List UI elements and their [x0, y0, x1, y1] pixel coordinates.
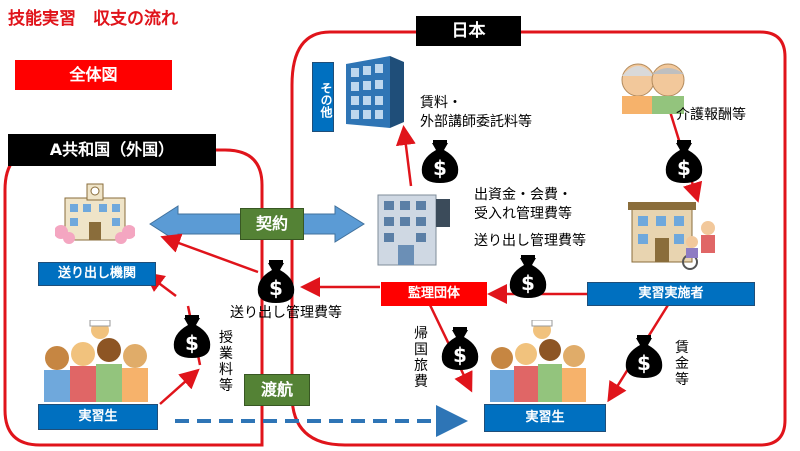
departure-badge: 渡航: [244, 374, 310, 406]
money-bag-icon-capital: [509, 255, 547, 298]
japan-region-border: [290, 30, 787, 447]
care-facility-icon: [628, 202, 715, 270]
sending-mgmt-fee-right-label: 送り出し管理費等: [474, 233, 586, 249]
country-a-label: A共和国（外国）: [8, 134, 216, 166]
arrow-to-sending: [160, 233, 259, 274]
trainees-group-abroad-icon: [44, 320, 148, 402]
care-fee-label: 介護報酬等: [676, 107, 746, 123]
implementing-org-label: 実習実施者: [587, 282, 755, 306]
contract-badge: 契約: [240, 208, 304, 240]
elderly-couple-icon: [621, 63, 685, 114]
overview-label: 全体図: [15, 60, 172, 90]
office-building-icon: [346, 56, 404, 128]
page-title: 技能実習 収支の流れ: [8, 9, 178, 29]
money-bag-icon-return-travel: [441, 327, 479, 370]
return-travel-label: 帰国旅費: [414, 326, 428, 390]
supervising-org-label: 監理団体: [381, 282, 487, 306]
sending-org-label: 送り出し機関: [38, 262, 156, 286]
school-building-icon: [55, 183, 135, 244]
fees-label-line2: 外部講師委託料等: [420, 114, 532, 130]
capital-label-line1: 出資金・会費・: [474, 187, 572, 203]
supervising-org-building-icon: [377, 194, 450, 266]
money-bag-icon-wages: [625, 335, 663, 378]
money-bag-icon-care-fee: [665, 140, 703, 183]
arrow-trainee-to-bag: [159, 368, 200, 405]
tuition-label: 授業料等: [219, 330, 233, 394]
trainees-group-japan-icon: [490, 320, 586, 402]
money-bag-icon-tuition: [173, 315, 211, 358]
trainees-japan-label: 実習生: [484, 404, 606, 432]
arrow-to-other: [395, 125, 416, 187]
capital-label-line2: 受入れ管理費等: [474, 206, 572, 222]
sending-mgmt-fee-left-label: 送り出し管理費等: [230, 305, 342, 321]
fees-label-line1: 賃料・: [420, 95, 462, 111]
trainees-abroad-label: 実習生: [38, 404, 158, 430]
money-bag-icon-sending-fee: [257, 260, 295, 303]
other-label: その他: [312, 62, 334, 132]
japan-label: 日本: [416, 16, 521, 46]
money-bag-icon-fees: [421, 140, 459, 183]
wages-label: 賃金等: [675, 340, 689, 388]
